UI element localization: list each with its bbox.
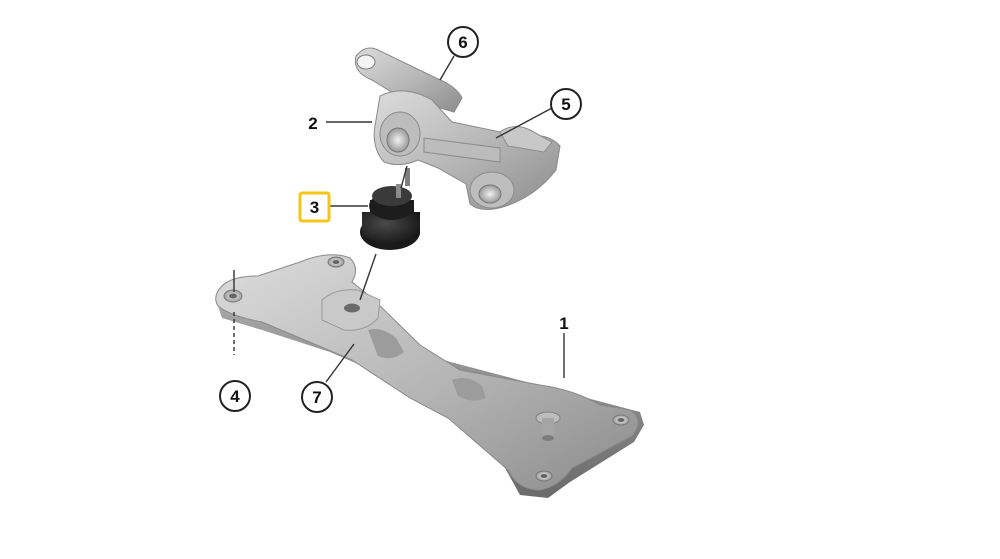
highlight-box: [298, 191, 331, 223]
crossmember: [215, 254, 644, 498]
callout-6-text: 6: [458, 33, 467, 52]
callout-2-text: 2: [308, 114, 317, 133]
callout-5-text: 5: [561, 95, 570, 114]
callout-1: 1: [559, 314, 568, 333]
mounting-hole-right: [612, 414, 630, 426]
mounting-hole-top: [327, 256, 345, 268]
callout-1-text: 1: [559, 314, 568, 333]
callout-7-text: 7: [312, 388, 321, 407]
callout-4-text: 4: [230, 387, 240, 406]
mounting-hole-bottom: [535, 470, 553, 482]
mounting-hole-left: [223, 289, 243, 303]
transmission-support-bracket: [354, 47, 561, 210]
callout-4: 4: [219, 380, 251, 412]
callout-2: 2: [308, 114, 317, 133]
callout-3-highlighted[interactable]: 3: [298, 191, 331, 223]
leader-lines: [233, 55, 565, 383]
callout-3-text: 3: [310, 198, 319, 217]
callout-5: 5: [550, 88, 582, 120]
rubber-mount: [360, 184, 420, 250]
callout-7: 7: [301, 381, 333, 413]
callout-6: 6: [447, 26, 479, 58]
